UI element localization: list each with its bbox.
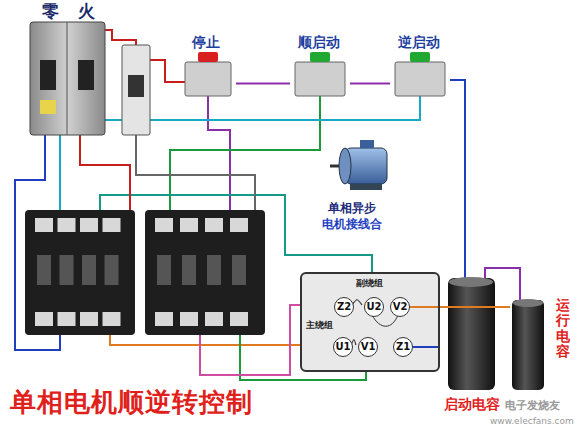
component-label: 零 bbox=[42, 2, 59, 22]
terminal-circle: Z1 bbox=[393, 337, 413, 357]
component-label: 启动电容 bbox=[444, 396, 500, 412]
terminal-circle: V1 bbox=[358, 337, 378, 357]
breaker-lever bbox=[78, 60, 94, 90]
contactor-terminal bbox=[230, 218, 248, 232]
contactor-contact bbox=[232, 255, 246, 285]
terminal-label: Z2 bbox=[337, 301, 351, 313]
diagram-title: 单相电机顺逆转控制 bbox=[10, 388, 253, 418]
motor-shaft bbox=[330, 165, 339, 168]
button-bodies bbox=[185, 52, 445, 96]
terminal-label: V1 bbox=[361, 341, 376, 353]
contactor-contact bbox=[207, 255, 221, 285]
terminal-box-fill bbox=[300, 272, 440, 372]
terminal-circle: Z2 bbox=[334, 297, 354, 317]
contactor-terminal bbox=[205, 312, 223, 326]
button-cap bbox=[310, 52, 330, 62]
contactor-terminal bbox=[155, 218, 173, 232]
wire-connector bbox=[410, 306, 510, 308]
contactor-terminal bbox=[58, 218, 76, 232]
wire bbox=[136, 135, 255, 212]
terminal-circle: U1 bbox=[333, 337, 353, 357]
contactor-terminal bbox=[58, 312, 76, 326]
component-node: 逆启动 bbox=[390, 34, 450, 100]
watermark: 电子发烧友 bbox=[505, 400, 560, 413]
component-node: 运行电容 bbox=[510, 298, 574, 394]
component-label: 停止 bbox=[192, 34, 220, 50]
contactor-terminal bbox=[35, 218, 53, 232]
terminal-box: Z2 U2 V2U1 V1 Z1 副绕组主绕组 bbox=[300, 272, 440, 372]
component-node: 启动电容 bbox=[440, 276, 506, 416]
contactor-body bbox=[145, 210, 265, 335]
terminal-label: V2 bbox=[393, 301, 408, 313]
contactor-terminal bbox=[230, 312, 248, 326]
motor-terminal-box bbox=[360, 140, 374, 148]
motor-caption: 电机接线合 bbox=[322, 218, 382, 232]
terminal-label: U1 bbox=[335, 341, 350, 353]
button-cap bbox=[198, 52, 218, 62]
motor-icon bbox=[330, 140, 387, 190]
contactor-terminal bbox=[35, 312, 53, 326]
contactor-contact bbox=[157, 255, 171, 285]
wire-group bbox=[15, 30, 520, 380]
terminal-circle: V2 bbox=[390, 297, 410, 317]
contactor-contact bbox=[37, 255, 51, 285]
contactor-group bbox=[25, 210, 265, 335]
component-label: 副绕组 bbox=[356, 278, 383, 288]
wire bbox=[150, 60, 185, 82]
contactor-contact bbox=[182, 255, 196, 285]
contactor-body bbox=[25, 210, 135, 335]
button-body bbox=[395, 62, 445, 96]
wire bbox=[450, 80, 465, 280]
contactor-terminal bbox=[80, 312, 98, 326]
contactor-terminal bbox=[103, 218, 121, 232]
contactor-contact bbox=[60, 255, 74, 285]
component-label: 逆启动 bbox=[398, 34, 440, 50]
contactor-terminal bbox=[180, 218, 198, 232]
component-node: 零火 bbox=[28, 2, 108, 137]
component-label: 主绕组 bbox=[306, 320, 333, 330]
wire-connector bbox=[413, 346, 440, 348]
watermark: www.elecfans.com bbox=[490, 416, 574, 426]
contactor-terminal bbox=[180, 312, 198, 326]
button-body bbox=[295, 62, 345, 96]
button-body bbox=[185, 62, 231, 96]
fuse-lever bbox=[128, 75, 144, 97]
wire-connector bbox=[350, 83, 390, 85]
motor-foot bbox=[350, 184, 382, 190]
start-capacitor-body bbox=[448, 278, 495, 390]
breaker-lever bbox=[40, 60, 56, 90]
component-label: 火 bbox=[78, 2, 95, 22]
terminal-label: Z1 bbox=[396, 341, 410, 353]
terminal-label: U2 bbox=[366, 301, 381, 313]
component-node: 停止 bbox=[180, 34, 236, 100]
terminal-circle: U2 bbox=[364, 297, 384, 317]
capacitor-top bbox=[513, 299, 543, 307]
motor-caption: 单相异步 bbox=[328, 202, 376, 216]
contactor-terminal bbox=[155, 312, 173, 326]
component-label: 运行电容 bbox=[556, 298, 570, 360]
wire-connector bbox=[236, 83, 290, 85]
fuse-breaker bbox=[122, 45, 150, 135]
wire bbox=[110, 335, 331, 345]
contactor-contact bbox=[82, 255, 96, 285]
contactor-terminal bbox=[103, 312, 121, 326]
breaker-body bbox=[30, 22, 105, 135]
run-capacitor-body bbox=[512, 300, 544, 390]
breaker-window bbox=[40, 100, 56, 114]
contactor-contact bbox=[105, 255, 119, 285]
motor-end bbox=[339, 148, 351, 184]
breaker-divider bbox=[67, 22, 68, 135]
capacitor-top bbox=[449, 277, 493, 287]
component-label: 顺启动 bbox=[298, 34, 340, 50]
contactor-terminal bbox=[205, 218, 223, 232]
wire bbox=[80, 135, 130, 212]
contactor-terminal bbox=[80, 218, 98, 232]
component-node: 顺启动 bbox=[290, 34, 350, 100]
button-cap bbox=[410, 52, 430, 62]
